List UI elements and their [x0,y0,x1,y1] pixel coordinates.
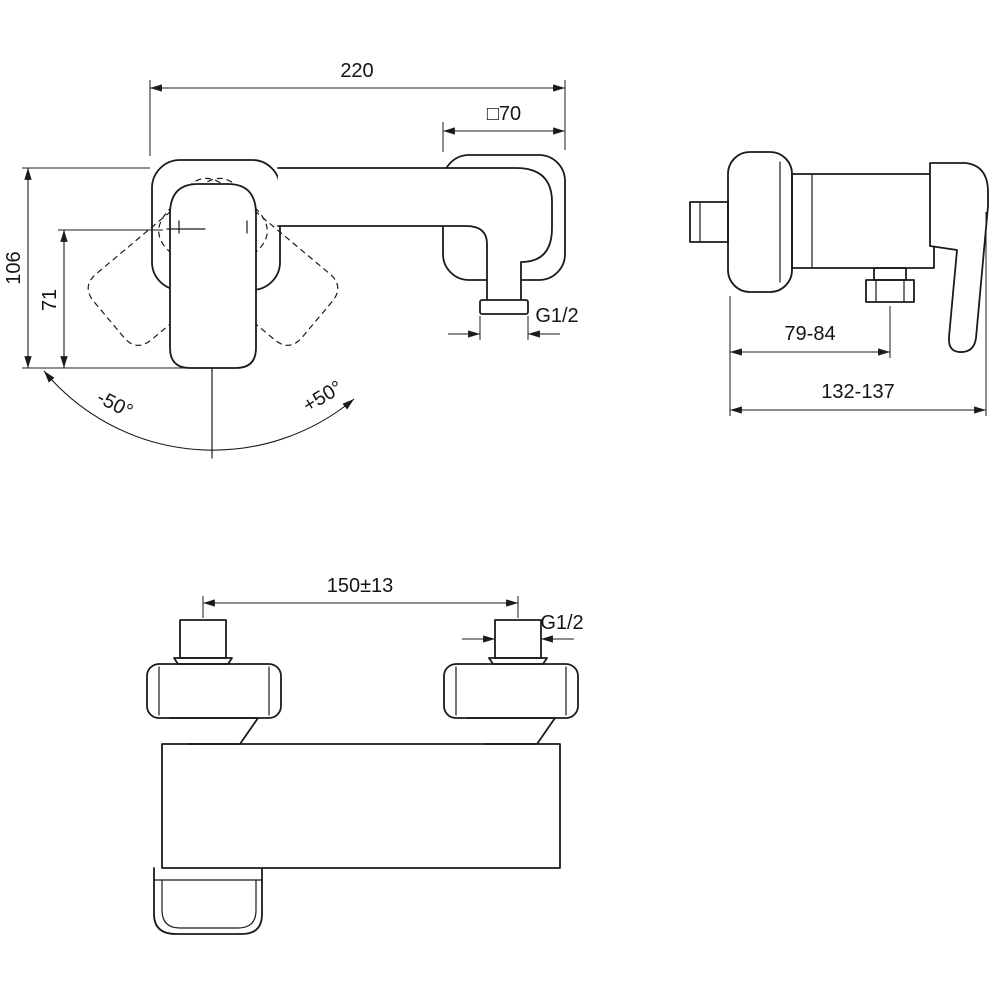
front-view: 220 □70 G1/2 [3,60,579,459]
front-height-label: 106 [3,251,25,284]
side-handle-lever [929,162,989,353]
front-handle [166,183,257,369]
front-outlet-thread-dimension: G1/2 [448,305,579,340]
side-outlet-distance-dimension: 79-84 [729,296,891,416]
front-height-dimension: 106 [3,167,212,369]
bottom-right-inlet-nipple [488,619,548,665]
bottom-centers-dimension: 150±13 [202,575,519,618]
bottom-left-escutcheon [146,663,282,719]
side-total-depth-dimension: 132-137 [730,212,987,416]
swing-left-label: -50° [93,386,136,422]
front-spout-plate-dimension: □70 [442,103,565,152]
front-handle-height-dimension: 71 [39,229,163,368]
front-outlet-thread-label: G1/2 [535,305,578,327]
bottom-right-escutcheon [443,663,579,719]
front-spout-outlet [479,299,529,315]
front-handle-height-label: 71 [39,289,61,311]
bottom-centers-label: 150±13 [327,575,394,597]
bottom-thread-label: G1/2 [540,612,583,634]
front-spout [277,167,553,315]
swing-right-label: +50° [299,377,346,417]
side-outlet-distance-label: 79-84 [784,323,835,345]
bottom-left-neck [169,717,259,745]
side-view: 79-84 132-137 [689,151,989,416]
side-outlet [865,267,915,303]
side-wall-nipple [689,201,729,243]
front-width-label: 220 [340,60,373,82]
bottom-left-inlet-nipple [173,619,233,665]
bottom-thread-dimension: G1/2 [462,612,584,643]
side-body [791,173,935,269]
side-wall-plate [727,151,793,293]
front-width-dimension: 220 [149,60,566,156]
front-spout-plate-label: □70 [487,103,521,125]
bottom-right-neck [466,717,556,745]
bottom-view: 150±13 G1/2 [146,575,584,935]
side-total-depth-label: 132-137 [821,381,894,403]
handle-swing-arc: -50° +50° [43,367,355,459]
bottom-body [161,743,561,869]
bottom-outlet [153,867,263,935]
